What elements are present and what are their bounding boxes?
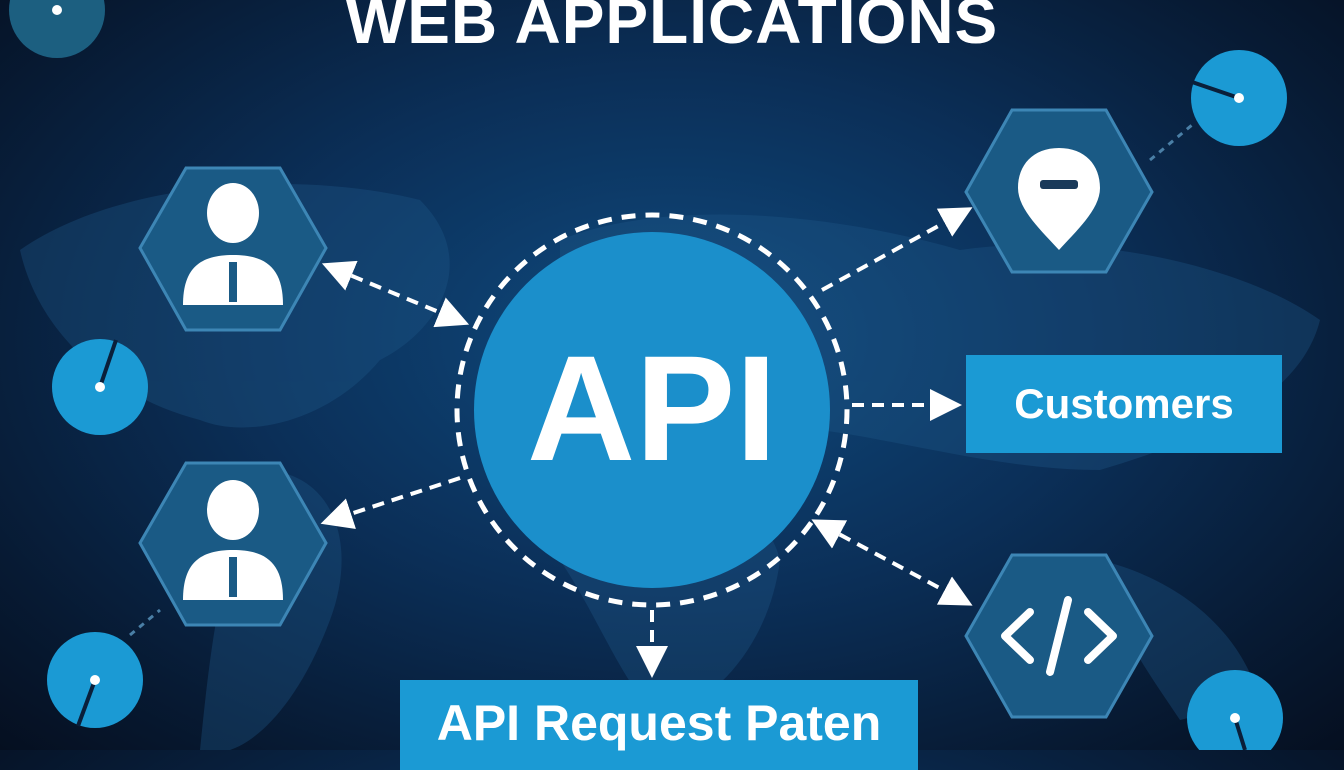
api-request-pattern-box[interactable]: API Request Paten <box>400 680 918 770</box>
dial-decoration-bottom-right <box>1187 670 1283 750</box>
dial-decoration-top-right <box>1191 50 1287 146</box>
dial-decoration-mid-left <box>52 339 148 435</box>
api-label: API <box>526 324 778 492</box>
location-pin-icon <box>1018 148 1100 250</box>
hexagon-location-pin[interactable] <box>964 108 1154 274</box>
page-title: WEB APPLICATIONS <box>345 0 999 57</box>
user-icon <box>183 183 283 305</box>
user-icon <box>183 480 283 600</box>
arrow-location <box>821 207 973 292</box>
code-icon <box>1001 596 1117 676</box>
hexagon-user-bottom[interactable] <box>138 461 328 627</box>
api-hub[interactable] <box>454 212 850 608</box>
dial-decoration-bottom-left <box>47 632 143 728</box>
arrow-code <box>811 519 973 606</box>
hexagon-code[interactable] <box>964 553 1154 719</box>
arrow-user-bottom <box>320 476 461 529</box>
hexagon-user-top[interactable] <box>138 166 328 332</box>
dial-decoration-top-left <box>9 0 105 58</box>
arrow-user-top <box>321 260 470 328</box>
customers-box[interactable]: Customers <box>966 355 1282 453</box>
connection-arrows <box>320 207 973 678</box>
